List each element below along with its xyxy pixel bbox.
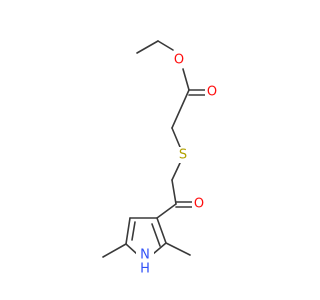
bond-ccarbonyl-ch2 (171, 89, 190, 129)
bond-ch2-oester (157, 40, 174, 51)
bond-ch2-cketone (171, 179, 177, 205)
bond-oester-ccarbonyl (182, 68, 190, 91)
ester-carbonyl-oxygen-label: O (207, 85, 217, 100)
ketone-oxygen-atom: O (192, 196, 206, 212)
ester-oxygen-atom: O (172, 52, 186, 68)
bond-c2-n1 (152, 242, 167, 255)
ester-oxygen-label: O (174, 53, 184, 68)
bond-s-ch2 (171, 162, 181, 181)
ketone-oxygen-label: O (194, 197, 204, 212)
bond-ch3-ch2 (136, 40, 159, 54)
pyrrole-nitrogen-label: N (140, 248, 150, 263)
bond-c3-c2 (156, 217, 167, 244)
sulfur-label: S (179, 148, 187, 163)
bond-cketone-c3 (156, 203, 177, 219)
pyrrole-nh-hydrogen-label: H (140, 262, 150, 277)
bond-c5-c4-inner (131, 221, 136, 241)
bond-ch2-s (171, 127, 181, 148)
bond-c3-c2-inner (151, 223, 161, 247)
atom-labels: O O S O N H (136, 52, 219, 277)
bond-c5-c4 (125, 217, 131, 245)
sulfur-atom: S (176, 147, 190, 163)
bonds (102, 40, 207, 258)
bond-n1-c5 (125, 243, 138, 255)
pyrrole-nh-atom: N H (136, 247, 154, 277)
bond-c5-methyl (102, 243, 127, 258)
molecule-structure: O O S O N H (102, 40, 219, 277)
bond-c2-methyl (165, 242, 191, 256)
ester-carbonyl-oxygen-atom: O (205, 84, 219, 100)
